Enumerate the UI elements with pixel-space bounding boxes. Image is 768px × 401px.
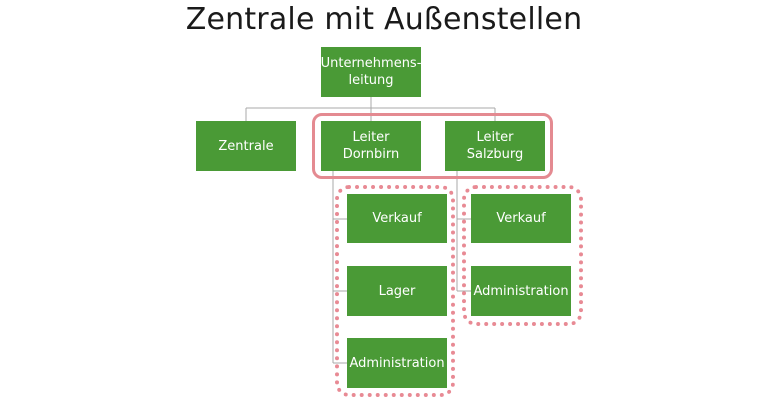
node-zentrale: Zentrale <box>196 121 296 171</box>
leiter-highlight-frame <box>312 113 553 179</box>
node-dornbirn-lager: Lager <box>347 266 447 316</box>
node-salzburg-administration: Administration <box>471 266 571 316</box>
node-leiter-salzburg: Leiter Salzburg <box>445 121 545 171</box>
node-dornbirn-verkauf: Verkauf <box>347 194 447 243</box>
salzburg-group-frame <box>462 185 583 326</box>
page-title: Zentrale mit Außenstellen <box>185 2 583 37</box>
node-salzburg-verkauf: Verkauf <box>471 194 571 243</box>
node-dornbirn-administration: Administration <box>347 338 447 388</box>
dornbirn-group-frame <box>335 185 455 397</box>
node-unternehmensleitung: Unternehmens- leitung <box>321 47 421 97</box>
node-leiter-dornbirn: Leiter Dornbirn <box>321 121 421 171</box>
